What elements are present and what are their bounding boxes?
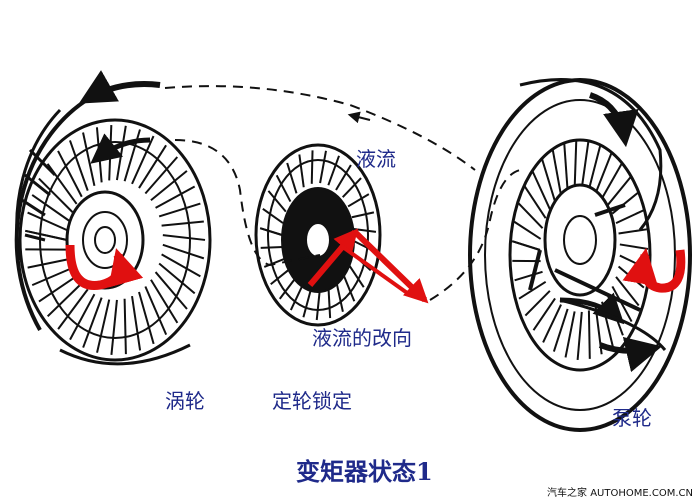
- fluid-flow-path: [164, 85, 521, 301]
- stator-locked-label: 定轮锁定: [272, 389, 352, 413]
- diagram-title: 变矩器状态1: [296, 457, 433, 486]
- fluid-label: 液流: [356, 147, 396, 171]
- turbine-wheel-icon: [14, 70, 212, 366]
- watermark: 汽车之家 AUTOHOME.COM.CN: [547, 488, 693, 499]
- redirect-arrow-icon: [307, 228, 429, 304]
- pump-wheel-icon: [468, 78, 692, 432]
- curved-rotation-arrow-icon: [65, 244, 144, 290]
- fluid-redirect-label: 液流的改向: [312, 326, 412, 350]
- pump-label: 泵轮: [612, 406, 652, 430]
- stator-wheel-icon: [254, 143, 382, 327]
- curved-rotation-arrow-icon: [622, 247, 686, 293]
- turbine-label: 涡轮: [165, 389, 205, 413]
